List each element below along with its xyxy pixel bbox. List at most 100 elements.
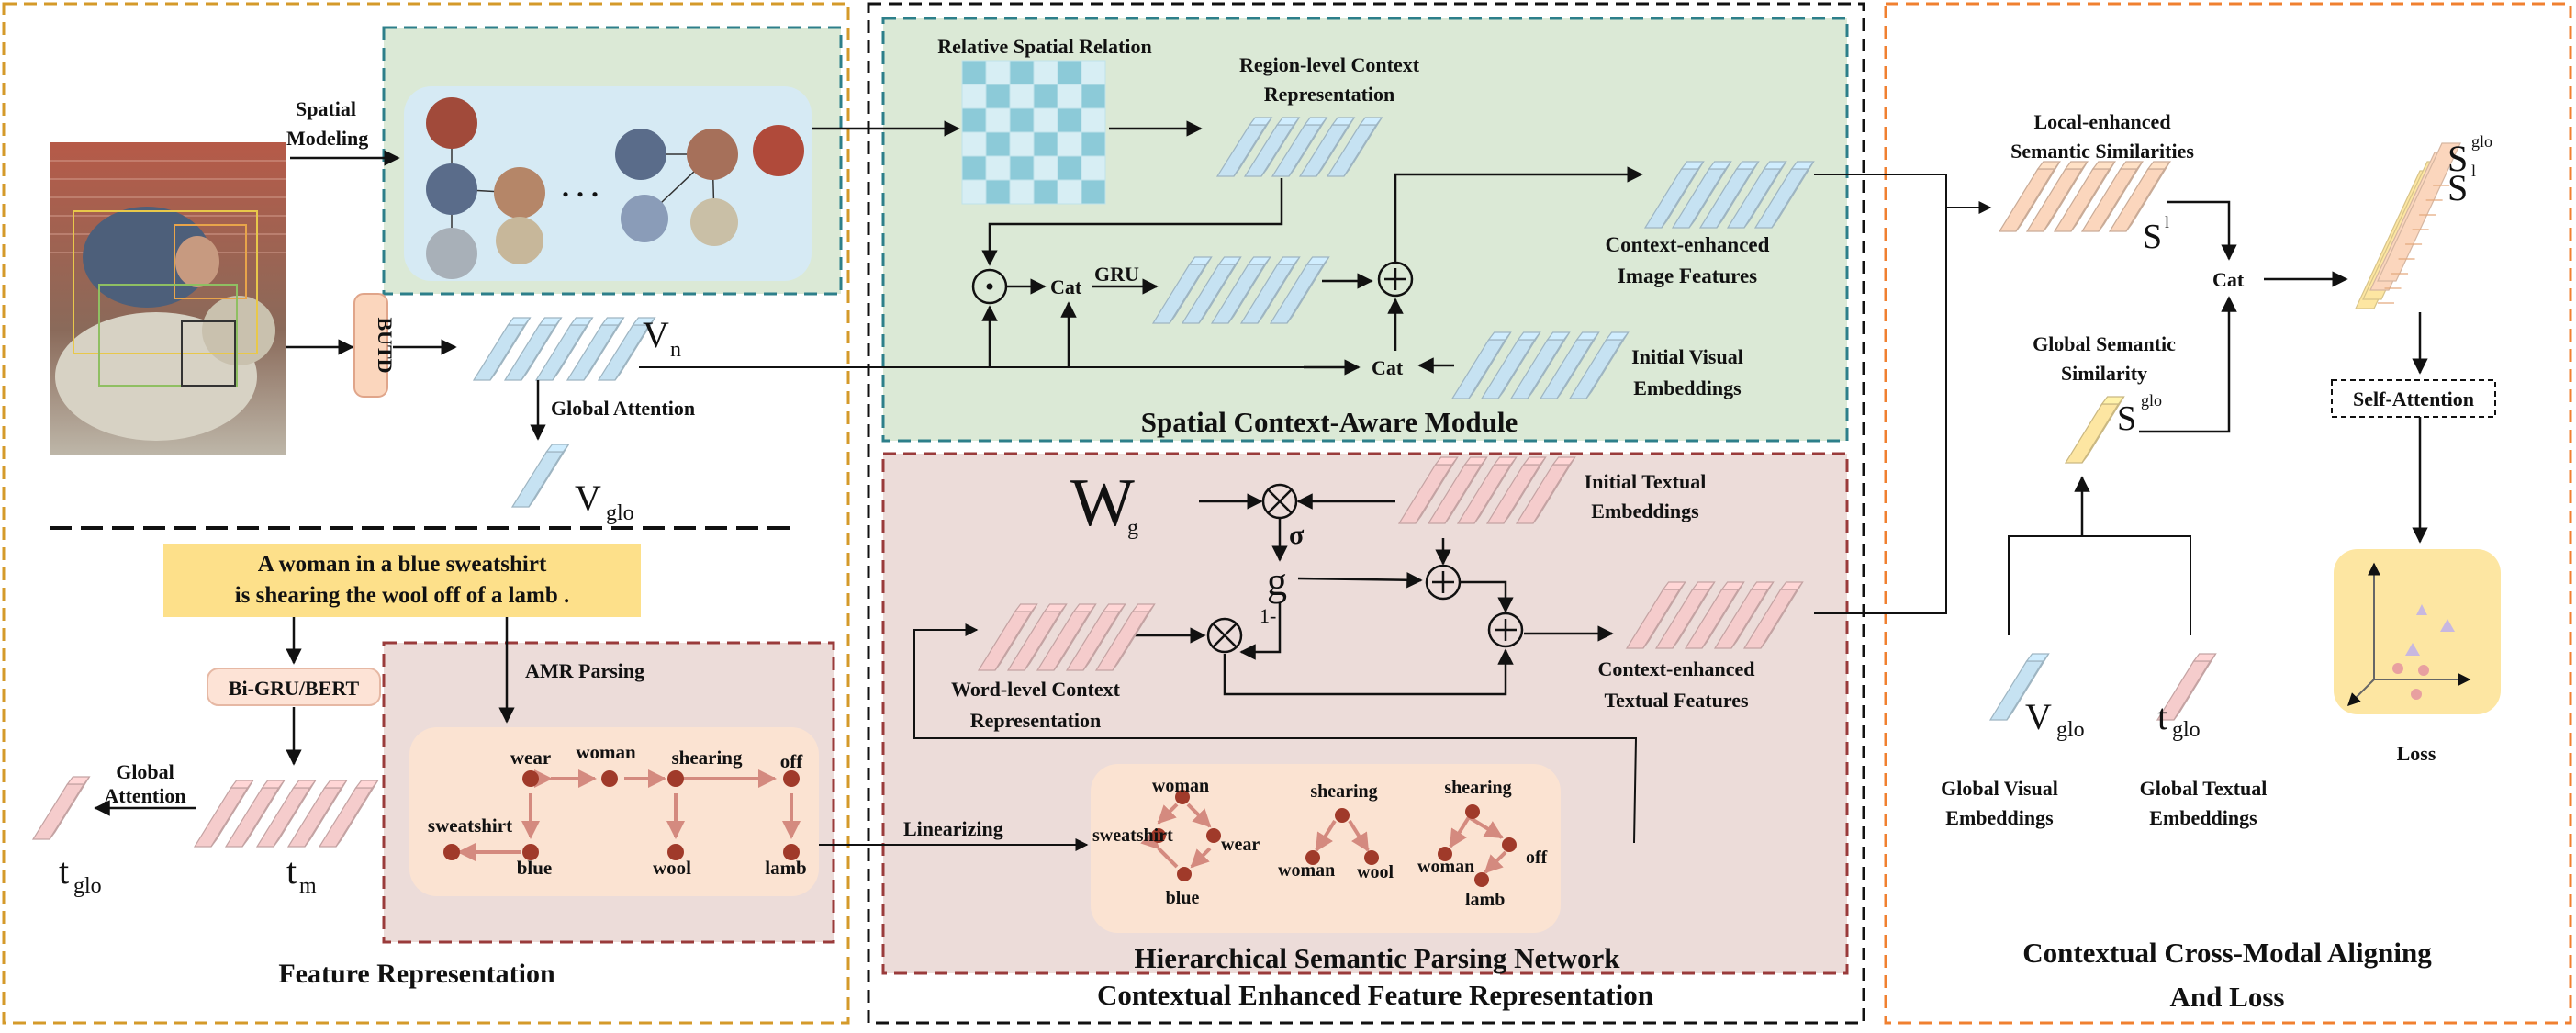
matrix-cell [961, 107, 987, 133]
lin-word-shearing2: shearing [1444, 778, 1511, 798]
one-minus-label: 1- [1260, 604, 1276, 627]
tm-sub: m [299, 874, 317, 898]
initial-text-vector [1515, 456, 1576, 524]
lin-node [1465, 804, 1480, 819]
lin-word-lamb: lamb [1465, 890, 1505, 910]
wg-label: W [1070, 466, 1135, 541]
local-sim-label-2: Semantic Similarities [2010, 140, 2194, 163]
global-similarity-feature [2064, 396, 2125, 464]
context-text-vector [1654, 581, 1716, 649]
vglo2-sub: glo [2056, 718, 2085, 742]
initial-text-vector [1456, 456, 1518, 524]
matrix-cell [1033, 131, 1058, 157]
spatial-relation-matrix [961, 60, 1106, 205]
global-textual-label-2: Embeddings [2149, 806, 2257, 829]
matrix-cell [961, 60, 987, 85]
amr-node-sweatshirt [443, 844, 460, 860]
context-text-vector [1742, 581, 1804, 649]
context-image-vector [1643, 161, 1705, 229]
lin-node [1335, 808, 1350, 823]
initial-visual-vector [1539, 331, 1600, 399]
matrix-cell [1081, 84, 1106, 109]
initial-visual-label-2: Embeddings [1633, 376, 1742, 399]
amr-word-shearing: shearing [671, 747, 743, 769]
local-similarity-vector [2108, 161, 2172, 232]
word-context-vector [1036, 603, 1097, 671]
context-text-label-2: Textual Features [1604, 689, 1748, 712]
context-img-label-2: Image Features [1618, 264, 1757, 287]
crossmodal-panel-title: Contextual Cross-Modal Aligning [2022, 937, 2432, 969]
lin-node [1206, 828, 1221, 843]
matrix-cell [1081, 155, 1106, 181]
matrix-cell [1033, 84, 1058, 109]
loss-point [2392, 663, 2403, 674]
gru-vector [1239, 256, 1301, 324]
vn-vector [534, 317, 594, 381]
lin-word-shearing1: shearing [1310, 781, 1377, 802]
wg-sub: g [1127, 516, 1138, 540]
gru-vector [1269, 256, 1330, 324]
loss-label: Loss [2397, 742, 2436, 765]
linear-graph: woman sweatshirt wear blue shearing woma… [1092, 776, 1548, 910]
gru-vector [1210, 256, 1271, 324]
crossmodal-panel-title-2: And Loss [2170, 981, 2285, 1013]
matrix-cell [1057, 179, 1082, 205]
vn-feature-stack [472, 317, 656, 381]
cat1-label: Cat [1050, 275, 1082, 298]
word-context-vector [977, 603, 1038, 671]
region-vector [1298, 117, 1356, 177]
word-context-vector [1006, 603, 1068, 671]
global-sim-label: Global Semantic [2033, 332, 2176, 355]
lin-node [1502, 837, 1517, 852]
relative-spatial-label: Relative Spatial Relation [937, 35, 1151, 58]
gru-output-stack [1151, 256, 1330, 324]
matrix-cell [1081, 107, 1106, 133]
global-attention-label: Global Attention [551, 397, 695, 420]
context-image-vector [1726, 161, 1787, 229]
global-visual-vector [1988, 653, 2050, 721]
region-context-label-2: Representation [1264, 83, 1395, 106]
local-similarity-vector [2053, 161, 2117, 232]
initial-text-label-2: Embeddings [1591, 500, 1699, 522]
global-sim-label-2: Similarity [2061, 362, 2147, 385]
ellipsis-dots: . . . [562, 170, 599, 203]
matrix-cell [1081, 179, 1106, 205]
global-visual-label-2: Embeddings [1945, 806, 2054, 829]
lin-word-blue: blue [1166, 888, 1200, 908]
amr-label: AMR Parsing [525, 659, 644, 682]
vglo-sub: glo [606, 501, 634, 525]
amr-node-shearing [667, 770, 684, 787]
lin-node [1474, 872, 1489, 887]
matrix-cell [1033, 60, 1058, 85]
vglo2-label: V [2025, 696, 2052, 737]
amr-word-blue: blue [517, 857, 553, 879]
crossmodal-panel-border [1884, 2, 2572, 1025]
amr-word-off: off [780, 750, 803, 772]
sl-top-sup: l [2471, 162, 2476, 180]
sglo-top-sup: glo [2471, 132, 2492, 151]
global-textual-label: Global Textual [2140, 777, 2268, 800]
lin-node [1175, 790, 1190, 804]
gru-label: GRU [1094, 263, 1139, 286]
tglo-vector [31, 776, 91, 840]
context-image-stack [1643, 161, 1815, 229]
loss-point [2416, 604, 2427, 615]
amr-node-lamb [783, 844, 800, 860]
initial-visual-vector [1509, 331, 1571, 399]
local-similarity-stack [1998, 161, 2172, 232]
region-context-label: Region-level Context [1239, 53, 1420, 76]
vglo-feature [510, 444, 570, 508]
local-similarity-vector [2080, 161, 2145, 232]
matrix-cell [961, 131, 987, 157]
region-vector [1271, 117, 1328, 177]
sl-sup: l [2165, 213, 2169, 231]
context-image-vector [1698, 161, 1760, 229]
context-image-vector [1671, 161, 1732, 229]
gru-vector [1181, 256, 1242, 324]
contextual-panel-title: Contextual Enhanced Feature Representati… [1097, 979, 1653, 1011]
matrix-cell [1009, 131, 1035, 157]
caption-line-2: is shearing the wool off of a lamb . [235, 583, 570, 608]
global-attention-t-label: Global [116, 760, 174, 783]
sl-top-label: S [2447, 167, 2468, 208]
tm-vector [255, 780, 317, 848]
